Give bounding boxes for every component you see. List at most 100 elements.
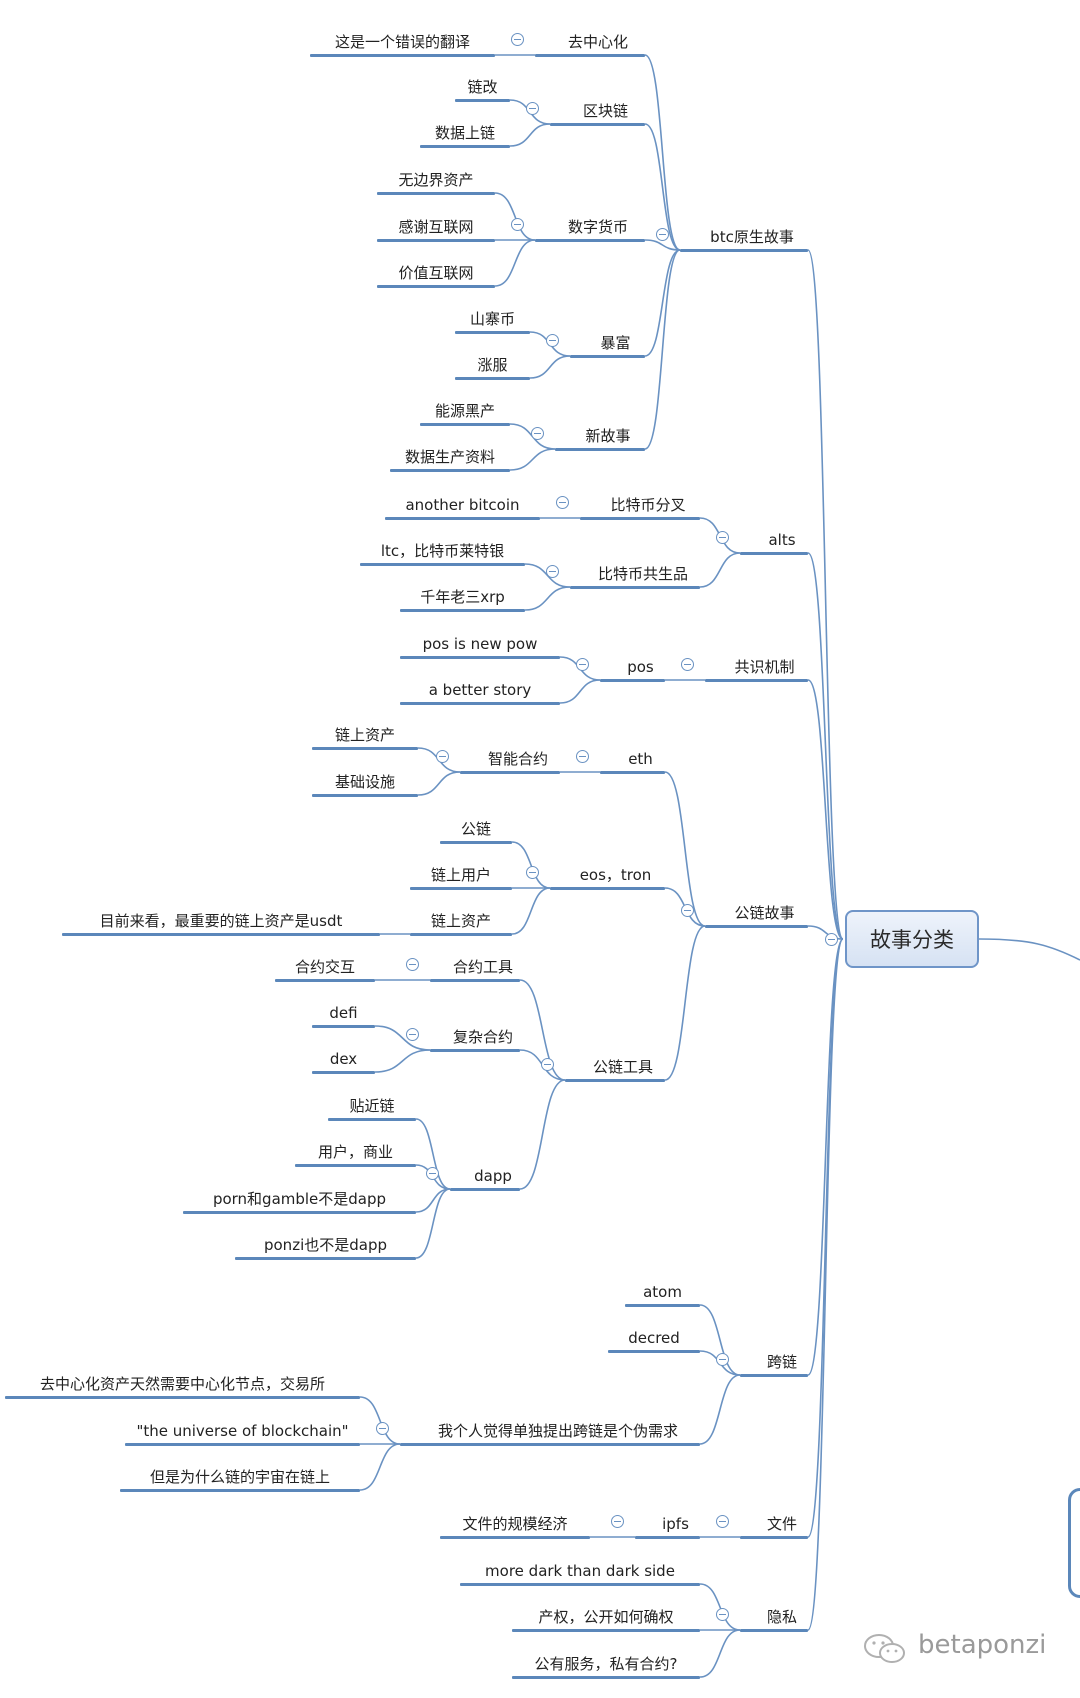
node-property[interactable]: 产权，公开如何确权	[538, 1608, 674, 1626]
node-underline-data-prod	[390, 469, 510, 472]
collapse-toggle-smart-contract[interactable]	[436, 750, 449, 763]
node-pos-new-pow[interactable]: pos is new pow	[422, 635, 538, 653]
collapse-toggle-eos-tron[interactable]	[526, 866, 539, 879]
node-ltc[interactable]: ltc，比特币莱特银	[380, 542, 505, 560]
node-complex-contract[interactable]: 复杂合约	[452, 1028, 513, 1046]
node-onchain-users[interactable]: 链上用户	[430, 866, 491, 884]
node-underline-btc	[680, 249, 808, 252]
collapse-toggle-btc-symbiosis[interactable]	[546, 565, 559, 578]
collapse-toggle-pseudo[interactable]	[376, 1422, 389, 1435]
node-pump[interactable]: 涨服	[477, 356, 508, 374]
node-pseudo[interactable]: 我个人觉得单独提出跨链是个伪需求	[437, 1422, 678, 1440]
node-user-business[interactable]: 用户，商业	[317, 1143, 393, 1161]
node-ponzi-not[interactable]: ponzi也不是dapp	[263, 1236, 387, 1254]
node-better-story[interactable]: a better story	[428, 681, 532, 699]
node-infra[interactable]: 基础设施	[334, 773, 395, 791]
collapse-toggle-ipfs[interactable]	[611, 1515, 624, 1528]
collapse-toggle-cross-chain[interactable]	[716, 1353, 729, 1366]
collapse-toggle-root[interactable]	[825, 933, 838, 946]
collapse-toggle-public-chain[interactable]	[681, 904, 694, 917]
node-altcoin[interactable]: 山寨币	[469, 310, 515, 328]
collapse-toggle-btc[interactable]	[656, 228, 669, 241]
node-dapp[interactable]: dapp	[474, 1167, 512, 1185]
node-privacy[interactable]: 隐私	[766, 1608, 797, 1626]
collapse-toggle-blockchain[interactable]	[526, 102, 539, 115]
root-node[interactable]: 故事分类	[845, 910, 979, 968]
node-rich[interactable]: 暴富	[600, 334, 631, 352]
node-digital-currency[interactable]: 数字货币	[567, 218, 628, 236]
collapse-toggle-rich[interactable]	[546, 334, 559, 347]
collapse-toggle-chain-tools[interactable]	[541, 1058, 554, 1071]
node-underline-dex-need	[5, 1396, 360, 1399]
node-ipfs[interactable]: ipfs	[662, 1515, 689, 1533]
collapse-toggle-dapp[interactable]	[426, 1167, 439, 1180]
node-blockchain[interactable]: 区块链	[582, 102, 628, 120]
node-porn[interactable]: porn和gamble不是dapp	[212, 1190, 387, 1208]
node-smart-contract[interactable]: 智能合约	[487, 750, 548, 768]
node-decentralize[interactable]: 去中心化	[567, 33, 628, 51]
node-usdt-note[interactable]: 目前来看，最重要的链上资产是usdt	[99, 912, 343, 930]
node-borderless[interactable]: 无边界资产	[398, 171, 474, 189]
node-scale[interactable]: 文件的规模经济	[462, 1515, 568, 1533]
edge-digital-currency	[644, 239, 681, 251]
node-underline-pump	[455, 377, 530, 380]
node-underline-pos	[600, 679, 665, 682]
node-onchain-asset-2[interactable]: 链上资产	[430, 912, 491, 930]
node-btc-symbiosis[interactable]: 比特币共生品	[597, 565, 688, 583]
node-atom[interactable]: atom	[643, 1283, 682, 1301]
node-eth[interactable]: eth	[628, 750, 653, 768]
node-public[interactable]: 公链	[460, 820, 491, 838]
node-contract-tools[interactable]: 合约工具	[452, 958, 513, 976]
node-another-bitcoin[interactable]: another bitcoin	[405, 496, 520, 514]
collapse-toggle-privacy[interactable]	[716, 1608, 729, 1621]
node-underline-ltc	[360, 563, 525, 566]
node-btc[interactable]: btc原生故事	[710, 228, 794, 246]
node-chain-tools[interactable]: 公链工具	[592, 1058, 653, 1076]
edge-new-story	[644, 249, 681, 450]
collapse-toggle-alts[interactable]	[716, 531, 729, 544]
node-bad-translation[interactable]: 这是一个错误的翻译	[334, 33, 470, 51]
node-defi[interactable]: defi	[329, 1004, 358, 1022]
node-chain-change[interactable]: 链改	[467, 78, 498, 96]
node-thanks-internet[interactable]: 感谢互联网	[398, 218, 474, 236]
collapse-toggle-decentralize[interactable]	[511, 33, 524, 46]
node-data-prod[interactable]: 数据生产资料	[404, 448, 495, 466]
node-decred[interactable]: decred	[628, 1329, 680, 1347]
collapse-toggle-files[interactable]	[716, 1515, 729, 1528]
node-underline-eos-tron	[550, 887, 665, 890]
edge-defi	[374, 1025, 431, 1051]
node-contract-interact[interactable]: 合约交互	[294, 958, 355, 976]
node-consensus[interactable]: 共识机制	[734, 658, 795, 676]
collapse-toggle-complex-contract[interactable]	[406, 1028, 419, 1041]
collapse-toggle-consensus[interactable]	[681, 658, 694, 671]
node-new-story[interactable]: 新故事	[585, 427, 631, 445]
node-cross-chain[interactable]: 跨链	[766, 1353, 797, 1371]
collapse-toggle-eth[interactable]	[576, 750, 589, 763]
node-public-service[interactable]: 公有服务，私有合约?	[534, 1655, 678, 1673]
collapse-toggle-digital-currency[interactable]	[511, 218, 524, 231]
node-universe[interactable]: "the universe of blockchain"	[136, 1422, 349, 1440]
node-dark[interactable]: more dark than dark side	[485, 1562, 675, 1580]
collapse-toggle-btc-fork[interactable]	[556, 496, 569, 509]
edge-contract-tools	[519, 979, 566, 1081]
node-eos-tron[interactable]: eos，tron	[579, 866, 652, 884]
node-onchain-asset-1[interactable]: 链上资产	[334, 726, 395, 744]
node-public-chain[interactable]: 公链故事	[734, 904, 795, 922]
collapse-toggle-contract-tools[interactable]	[406, 958, 419, 971]
node-dex-need[interactable]: 去中心化资产天然需要中心化节点，交易所	[39, 1375, 325, 1393]
collapse-toggle-pos[interactable]	[576, 658, 589, 671]
node-pos[interactable]: pos	[627, 658, 654, 676]
edge-why-universe	[359, 1443, 401, 1491]
node-xrp[interactable]: 千年老三xrp	[420, 588, 505, 606]
edge-dark	[699, 1583, 741, 1631]
node-alts[interactable]: alts	[768, 531, 796, 549]
node-energy[interactable]: 能源黑产	[434, 402, 495, 420]
collapse-toggle-new-story[interactable]	[531, 427, 544, 440]
node-data-onchain[interactable]: 数据上链	[434, 124, 495, 142]
node-why-universe[interactable]: 但是为什么链的宇宙在链上	[149, 1468, 330, 1486]
node-dex[interactable]: dex	[329, 1050, 358, 1068]
node-near-chain[interactable]: 贴近链	[349, 1097, 395, 1115]
node-btc-fork[interactable]: 比特币分叉	[610, 496, 686, 514]
node-value-internet[interactable]: 价值互联网	[398, 264, 474, 282]
node-files[interactable]: 文件	[766, 1515, 797, 1533]
